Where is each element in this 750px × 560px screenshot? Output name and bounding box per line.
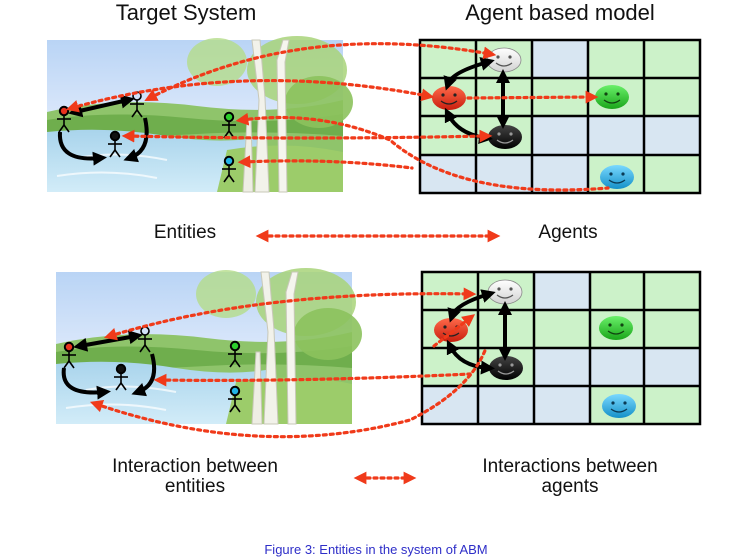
top-agent-cyan bbox=[600, 165, 634, 189]
bottom-agent-cyan bbox=[602, 394, 636, 418]
top-entity-green bbox=[221, 111, 237, 139]
bottom-agent-white bbox=[487, 279, 523, 305]
top-agent-white bbox=[486, 47, 522, 73]
top-entity-cyan bbox=[221, 155, 237, 183]
bottom-agent-green bbox=[599, 316, 633, 340]
top-agent-grid bbox=[418, 38, 702, 195]
top-agent-black bbox=[488, 125, 522, 149]
target-system-heading: Target System bbox=[116, 0, 257, 25]
figure-caption: Figure 3: Entities in the system of ABM bbox=[264, 542, 487, 557]
top-entity-black bbox=[107, 130, 123, 158]
interactions-between-agents-label-line1: Interactions between bbox=[482, 456, 657, 477]
top-mapping-arrows bbox=[65, 42, 610, 192]
interaction-between-entities-label-line2: entities bbox=[165, 476, 225, 497]
interaction-between-entities-label-line1: Interaction between bbox=[112, 456, 278, 477]
bottom-target-system-picture bbox=[55, 267, 363, 425]
bottom-entity-cyan bbox=[227, 385, 243, 413]
bottom-mapping-arrows bbox=[89, 287, 488, 439]
bottom-agent-black bbox=[489, 356, 523, 380]
interactions-between-agents-label-line2: agents bbox=[541, 476, 598, 497]
bottom-entity-black bbox=[113, 363, 129, 391]
top-agent-green bbox=[595, 85, 629, 109]
entities-label: Entities bbox=[154, 222, 216, 243]
top-agent-red bbox=[432, 86, 466, 110]
agent-based-model-heading: Agent based model bbox=[465, 0, 655, 25]
bottom-entity-green bbox=[227, 340, 243, 368]
top-target-system-picture bbox=[46, 35, 354, 193]
agents-label: Agents bbox=[538, 222, 597, 243]
